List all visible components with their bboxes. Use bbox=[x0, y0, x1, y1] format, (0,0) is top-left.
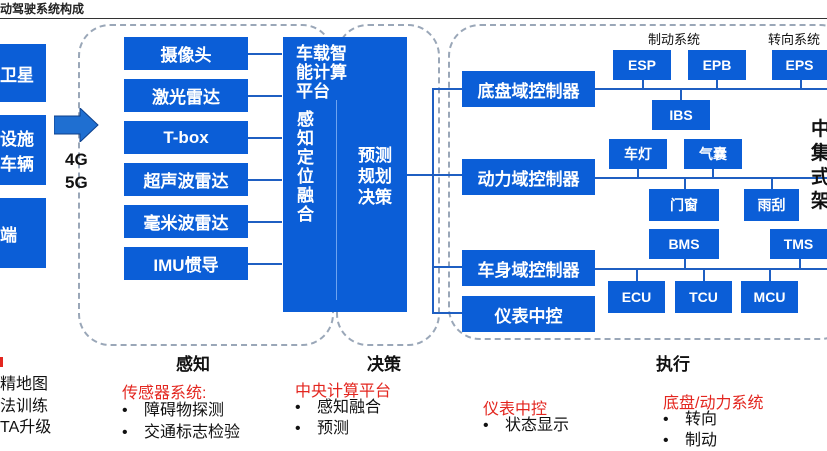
chassis-item-2: •制动 bbox=[663, 432, 718, 449]
infrastructure-vehicle-box: 设施 车辆 bbox=[0, 115, 46, 185]
section-execution: 执行 bbox=[656, 355, 690, 374]
sensor-system-heading: 传感器系统: bbox=[122, 385, 207, 402]
sensor-camera: 摄像头 bbox=[124, 37, 248, 70]
chassis-heading: 底盘/动力系统 bbox=[663, 395, 764, 412]
module-ibs: IBS bbox=[652, 100, 710, 130]
cockpit-item-1: •状态显示 bbox=[483, 417, 570, 434]
cloud-box: 端 bbox=[0, 198, 46, 268]
left-list-item-3: TA升级 bbox=[0, 419, 52, 436]
compute-item-2: •预测 bbox=[295, 420, 350, 437]
powertrain-domain-controller: 动力域控制器 bbox=[462, 159, 595, 195]
execution-group bbox=[448, 24, 827, 340]
module-esp: ESP bbox=[613, 50, 671, 80]
module-eps: EPS bbox=[772, 50, 827, 80]
module-tms: TMS bbox=[770, 229, 827, 259]
steering-system-label: 转向系统 bbox=[768, 32, 821, 47]
sensor-imu: IMU惯导 bbox=[124, 247, 248, 280]
compute-platform-label: 车载智 能计算 平台 bbox=[296, 44, 347, 101]
left-list-item-1: 精地图 bbox=[0, 376, 49, 393]
module-windows: 门窗 bbox=[649, 189, 719, 221]
module-ecu: ECU bbox=[608, 281, 665, 313]
sensor-system-item-2: •交通标志检验 bbox=[122, 424, 241, 441]
sensor-mmwave-radar: 毫米波雷达 bbox=[124, 205, 248, 238]
cockpit-controller: 仪表中控 bbox=[462, 296, 595, 332]
module-lights: 车灯 bbox=[609, 139, 667, 169]
compute-platform bbox=[283, 37, 407, 312]
compute-heading: 中央计算平台 bbox=[295, 383, 392, 400]
sensor-ultrasonic-radar: 超声波雷达 bbox=[124, 163, 248, 196]
module-wipers: 雨刮 bbox=[744, 189, 799, 221]
cockpit-heading: 仪表中控 bbox=[483, 401, 548, 418]
arrow-icon bbox=[54, 108, 99, 142]
chassis-domain-controller: 底盘域控制器 bbox=[462, 71, 595, 107]
module-tcu: TCU bbox=[675, 281, 732, 313]
fusion-label: 感知定位融合 bbox=[294, 110, 313, 224]
compute-item-1: •感知融合 bbox=[295, 399, 382, 416]
sensor-system-item-1: •障碍物探测 bbox=[122, 402, 225, 419]
section-decision: 决策 bbox=[367, 355, 401, 374]
decision-label: 预测 规划 决策 bbox=[358, 146, 392, 207]
right-edge-text: 中 集 式 架 bbox=[811, 119, 827, 212]
left-list-item-2: 法训练 bbox=[0, 398, 49, 415]
satellite-box: 卫星 bbox=[0, 44, 46, 102]
module-mcu: MCU bbox=[741, 281, 798, 313]
chassis-item-1: •转向 bbox=[663, 411, 718, 428]
braking-system-label: 制动系统 bbox=[648, 32, 701, 47]
sensor-tbox: T-box bbox=[124, 121, 248, 154]
network-5g: 5G bbox=[65, 173, 88, 192]
module-epb: EPB bbox=[688, 50, 746, 80]
module-bms: BMS bbox=[649, 229, 719, 259]
title-underline bbox=[0, 18, 827, 19]
module-airbag: 气囊 bbox=[684, 139, 742, 169]
fusion-decision-divider bbox=[336, 100, 337, 300]
network-4g: 4G bbox=[65, 150, 88, 169]
page-title: 动驾驶系统构成 bbox=[0, 2, 85, 16]
sensor-lidar: 激光雷达 bbox=[124, 79, 248, 112]
body-domain-controller: 车身域控制器 bbox=[462, 250, 595, 286]
left-red-mark bbox=[0, 357, 3, 367]
section-perception: 感知 bbox=[176, 355, 210, 374]
